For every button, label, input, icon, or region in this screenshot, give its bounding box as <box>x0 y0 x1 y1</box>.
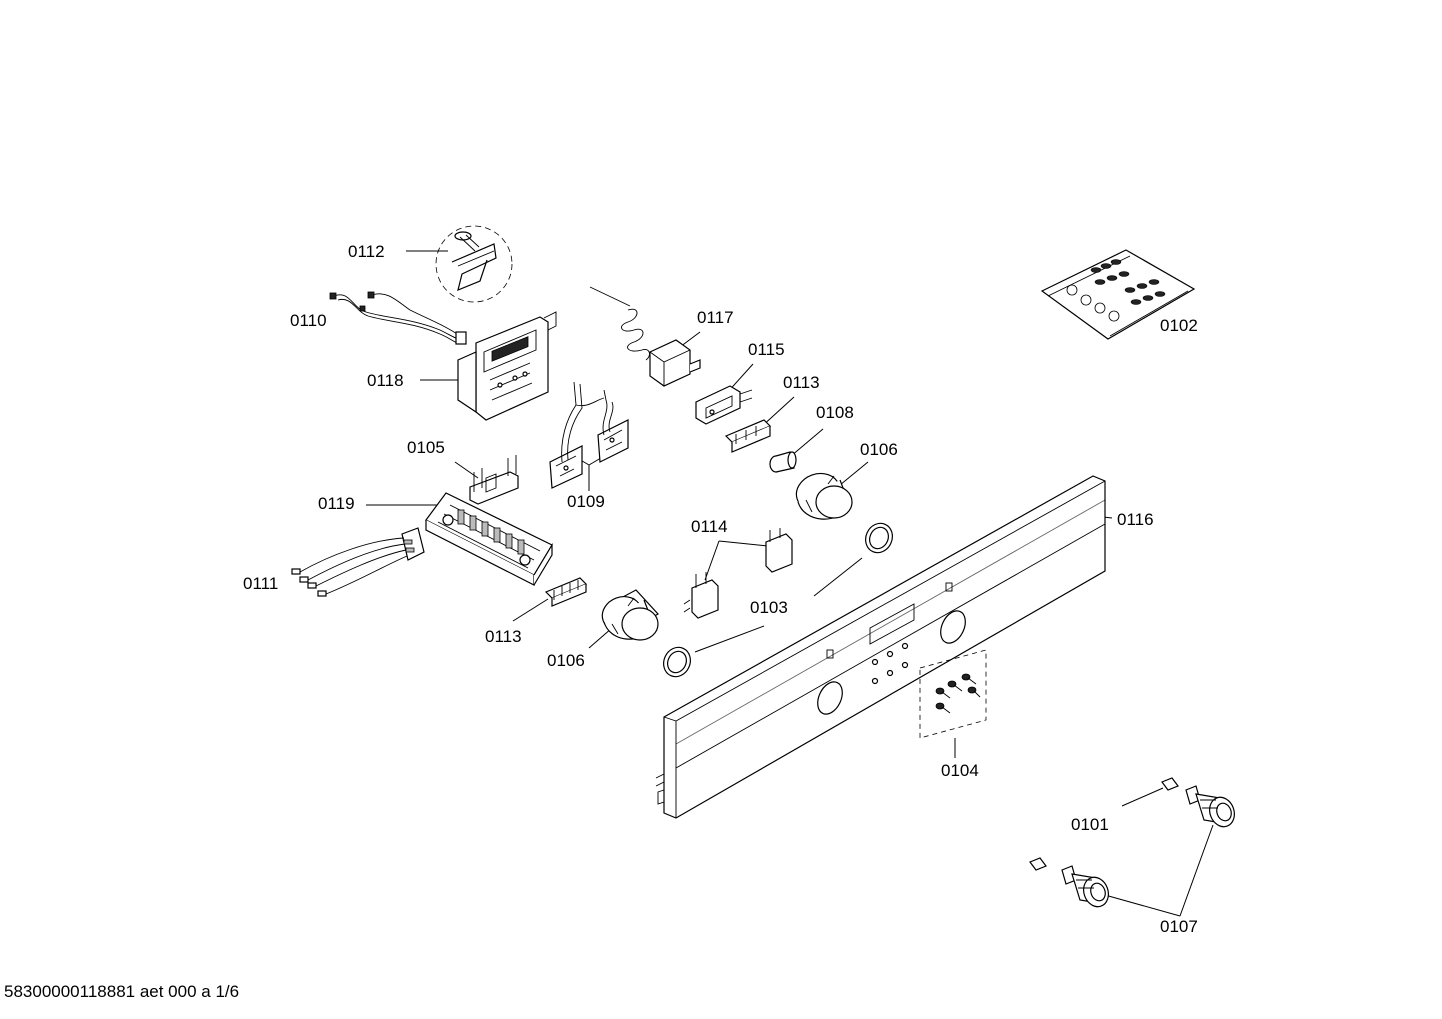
part-0117-thermostat <box>589 286 701 387</box>
part-0106-cylinder-upper <box>795 472 853 520</box>
part-0114-micro-switches <box>683 528 793 619</box>
part-0119-terminal-block <box>425 492 553 586</box>
label-0103: 0103 <box>750 598 788 617</box>
label-0111: 0111 <box>243 574 278 593</box>
label-0115: 0115 <box>748 340 785 359</box>
part-0102-screw-bag <box>1040 249 1196 340</box>
part-0118-electronic-module <box>457 311 557 421</box>
label-0114: 0114 <box>691 517 728 536</box>
label-0106-lower: 0106 <box>547 651 585 670</box>
part-0107-knobs <box>1061 785 1235 908</box>
part-0113-clip-upper <box>724 419 772 453</box>
part-0108-small-cylinder <box>769 451 797 473</box>
label-0118: 0118 <box>367 371 404 390</box>
label-0105: 0105 <box>407 438 445 457</box>
part-0113-clip-lower <box>544 577 588 607</box>
label-0109: 0109 <box>567 492 605 511</box>
label-0117: 0117 <box>697 308 734 327</box>
label-0113-lower: 0113 <box>485 627 522 646</box>
label-0119: 0119 <box>318 494 355 513</box>
part-0110-wire-harness <box>329 291 467 345</box>
part-0115-switch <box>695 385 753 425</box>
part-0101-labels <box>1029 777 1179 871</box>
part-0106-cylinder-lower <box>601 589 659 641</box>
part-labels: 0112 0110 0118 0105 0119 0111 0113 0106 … <box>243 242 1198 936</box>
label-0104: 0104 <box>941 761 979 780</box>
label-0101: 0101 <box>1071 815 1109 834</box>
label-0107: 0107 <box>1160 917 1198 936</box>
part-0111-cable-plug <box>291 527 425 597</box>
terminal-pins <box>457 509 525 555</box>
screws <box>935 673 981 714</box>
document-code: 58300000118881 aet 000 a 1/6 <box>4 982 240 1001</box>
part-0105-bracket <box>469 455 519 505</box>
label-0112: 0112 <box>348 242 385 261</box>
label-0102: 0102 <box>1160 316 1198 335</box>
label-0113-upper: 0113 <box>783 373 820 392</box>
part-0109-switch-boards <box>549 381 629 489</box>
part-0103-rings <box>663 522 893 678</box>
label-0108: 0108 <box>816 403 854 422</box>
part-0104-screw-set <box>919 649 987 739</box>
part-0112-screw-clip <box>435 225 513 303</box>
label-0116: 0116 <box>1117 510 1154 529</box>
part-0116-control-panel <box>655 475 1106 819</box>
label-0110: 0110 <box>290 311 327 330</box>
label-0106-upper: 0106 <box>860 440 898 459</box>
